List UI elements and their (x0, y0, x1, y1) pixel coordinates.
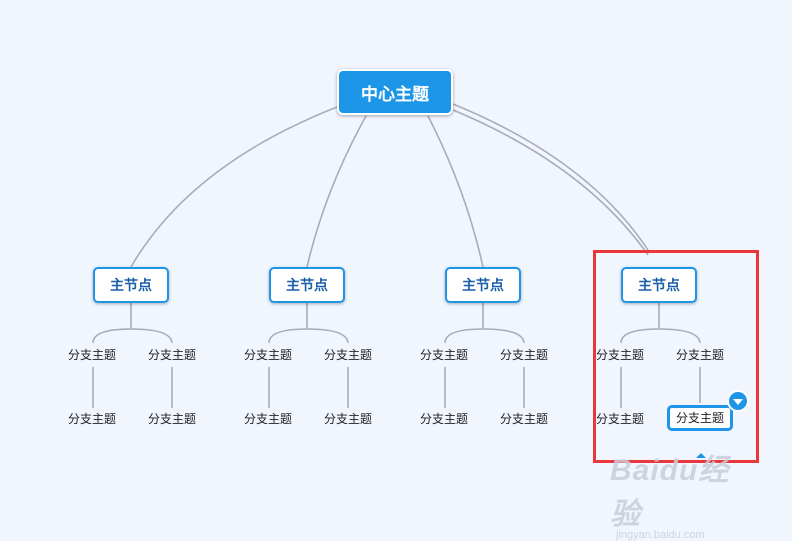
branch-topic[interactable]: 分支主题 (419, 348, 468, 362)
branch-topic[interactable]: 分支主题 (419, 412, 468, 426)
branch-topic[interactable]: 分支主题 (147, 412, 196, 426)
center-topic[interactable]: 中心主题 (337, 69, 453, 115)
branch-topic[interactable]: 分支主题 (675, 348, 724, 362)
connector-line (130, 106, 338, 268)
connector-line (427, 115, 484, 268)
caret-down-icon (733, 399, 743, 405)
connector-line (306, 115, 367, 268)
connector-canvas (92, 103, 701, 408)
main-node-4[interactable]: 主节点 (621, 267, 697, 303)
branch-topic[interactable]: 分支主题 (499, 348, 548, 362)
connector-line (268, 328, 349, 344)
collapse-toggle-button[interactable] (727, 390, 749, 412)
connector-line (444, 328, 525, 344)
branch-topic[interactable]: 分支主题 (323, 348, 372, 362)
connector-line (620, 328, 701, 344)
main-node-3[interactable]: 主节点 (445, 267, 521, 303)
watermark-url: jingyan.baidu.com (616, 529, 705, 541)
branch-topic[interactable]: 分支主题 (243, 348, 292, 362)
connector-line (452, 109, 649, 256)
branch-topic[interactable]: 分支主题 (147, 348, 196, 362)
connector-line (92, 328, 173, 344)
branch-topic[interactable]: 分支主题 (595, 348, 644, 362)
branch-topic[interactable]: 分支主题 (595, 412, 644, 426)
branch-topic[interactable]: 分支主题 (323, 412, 372, 426)
branch-topic[interactable]: 分支主题 (243, 412, 292, 426)
branch-topic[interactable]: 分支主题 (67, 348, 116, 362)
connector-line (452, 103, 651, 254)
selection-caret (696, 453, 706, 458)
branch-topic[interactable]: 分支主题 (67, 412, 116, 426)
branch-topic-selected[interactable]: 分支主题 (667, 405, 733, 431)
main-node-1[interactable]: 主节点 (93, 267, 169, 303)
main-node-2[interactable]: 主节点 (269, 267, 345, 303)
branch-topic[interactable]: 分支主题 (499, 412, 548, 426)
